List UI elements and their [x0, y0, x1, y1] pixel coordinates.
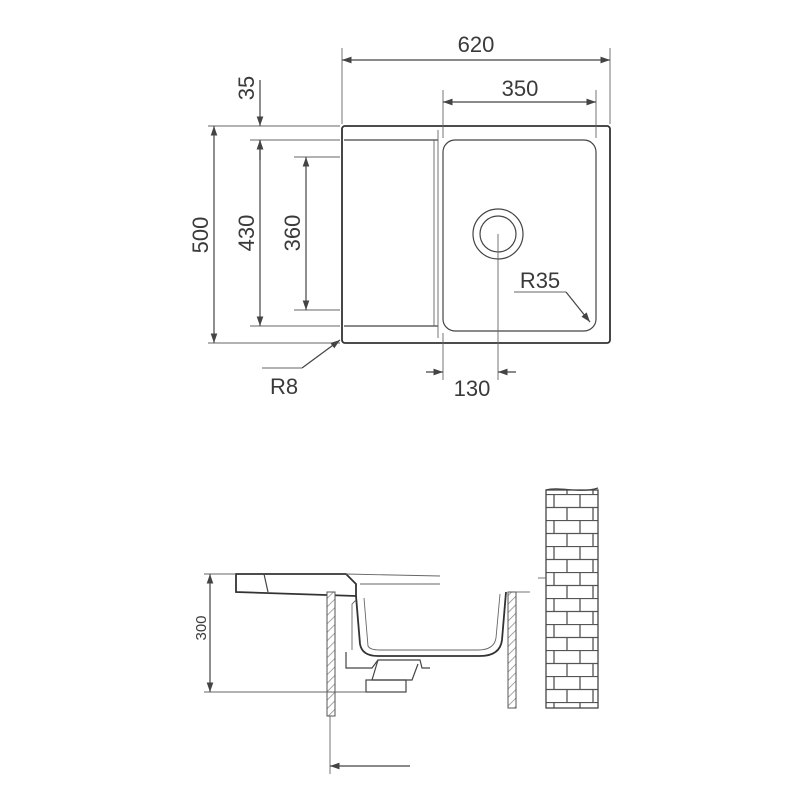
- dim-label-360: 360: [280, 215, 305, 252]
- dim-label-130: 130: [454, 376, 491, 401]
- side-view: 300: [193, 487, 599, 774]
- dim-label-35: 35: [234, 76, 259, 100]
- dim-label-r8: R8: [270, 374, 298, 399]
- drainer-area: [344, 139, 438, 327]
- bowl-profile: [355, 591, 507, 657]
- brick-wall: [545, 489, 599, 709]
- countertop-edge: [235, 573, 357, 597]
- dim-label-r35: R35: [520, 268, 560, 293]
- dim-label-350: 350: [502, 76, 539, 101]
- bowl-outline: [442, 139, 597, 332]
- sink-outer-outline: [341, 125, 611, 344]
- dim-label-300: 300: [193, 615, 210, 640]
- top-view: 620 350 35 500 430 360 R8 R35: [188, 32, 611, 401]
- dim-label-500: 500: [188, 217, 213, 254]
- dim-label-620: 620: [458, 32, 495, 57]
- dim-label-430: 430: [234, 215, 259, 252]
- cabinet-right-panel: [507, 591, 517, 709]
- cabinet-left-panel: [326, 591, 336, 717]
